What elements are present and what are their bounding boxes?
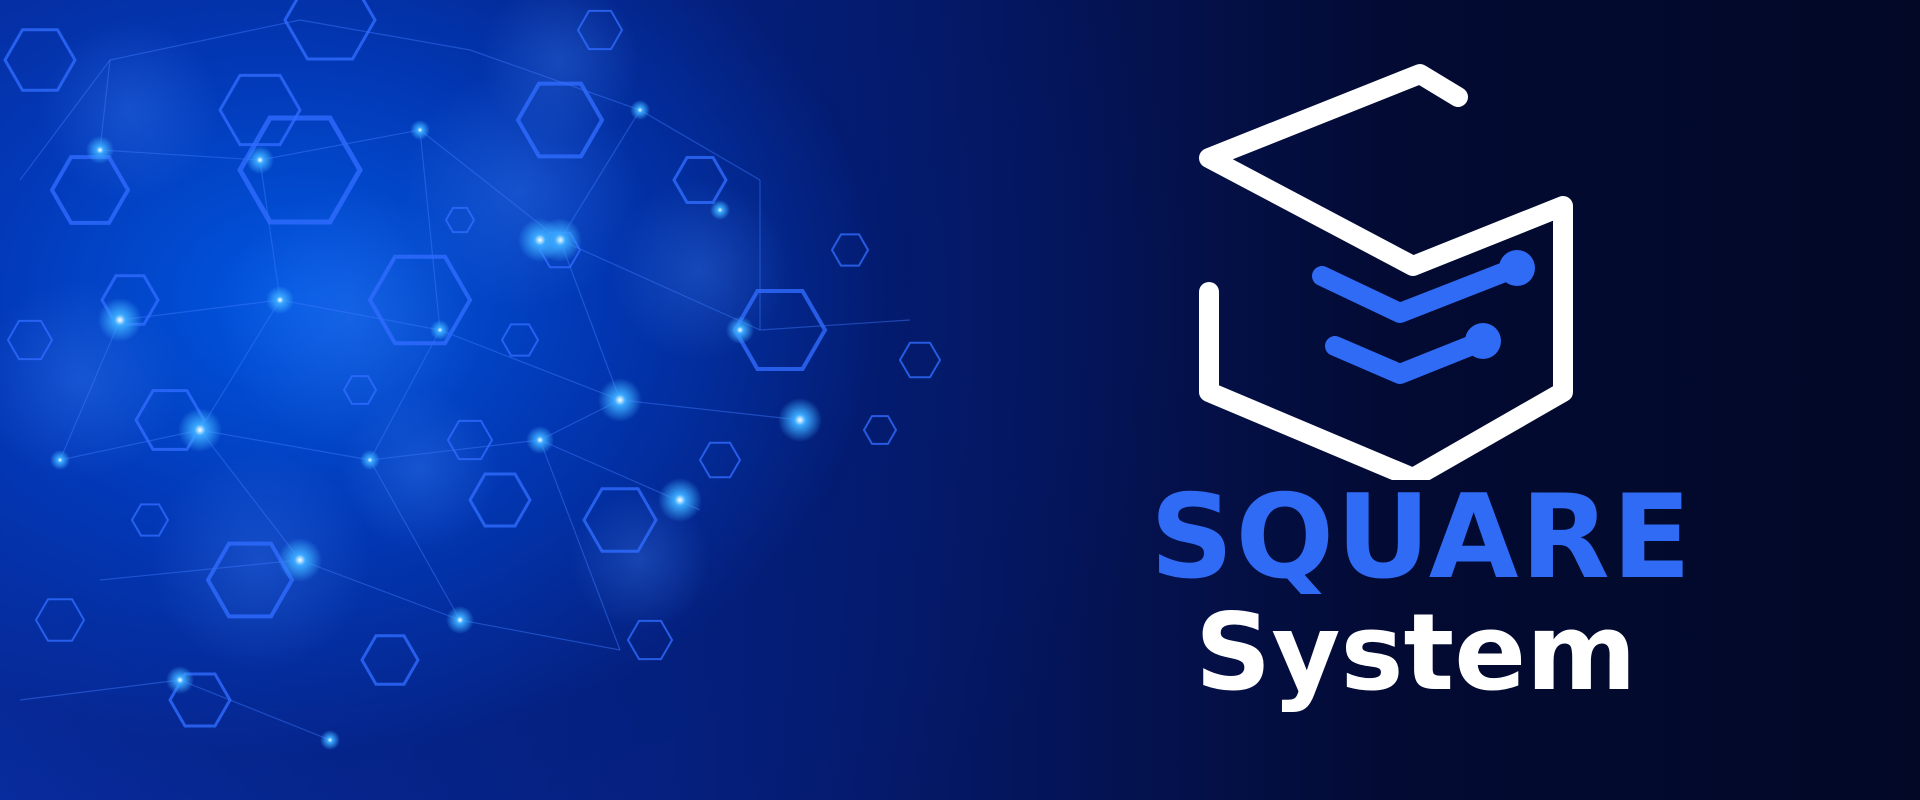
hexagon-network-background <box>0 0 942 750</box>
bokeh-circle <box>480 0 640 140</box>
network-hexagon <box>205 541 295 619</box>
network-hexagon <box>34 598 86 642</box>
network-node <box>658 478 702 522</box>
logo-upper-bar <box>1312 258 1525 323</box>
network-hexagon <box>444 206 476 234</box>
network-link <box>439 329 621 401</box>
network-node <box>50 450 70 470</box>
network-link <box>99 559 301 581</box>
brand-name-secondary: System <box>1195 591 1637 714</box>
network-hexagon <box>367 254 473 346</box>
network-hexagon <box>582 487 658 553</box>
network-node <box>526 426 554 454</box>
network-hexagon <box>3 28 77 92</box>
network-link <box>639 109 761 181</box>
logo-upper-dot <box>1499 250 1535 286</box>
network-hexagon <box>130 503 170 537</box>
network-link <box>299 559 461 621</box>
network-link <box>99 59 111 151</box>
network-node <box>430 320 450 340</box>
network-link <box>99 149 261 161</box>
network-link <box>559 239 761 331</box>
network-hexagon <box>100 274 160 326</box>
network-link <box>459 619 621 651</box>
brand-name-primary: SQUARE <box>1150 470 1694 605</box>
network-link <box>199 429 371 461</box>
network-link <box>199 299 281 431</box>
network-node <box>178 408 222 452</box>
network-hexagon <box>500 323 540 357</box>
network-node <box>266 286 294 314</box>
network-hexagon <box>830 233 870 267</box>
network-node <box>598 378 642 422</box>
stacked-box-logo-icon <box>1199 64 1573 480</box>
bokeh-circle <box>220 190 480 450</box>
network-hexagon <box>898 341 942 379</box>
network-node <box>278 538 322 582</box>
network-link <box>259 159 281 301</box>
network-hexagon <box>515 81 605 159</box>
network-link <box>619 399 801 421</box>
network-node <box>360 450 380 470</box>
network-node <box>518 218 562 262</box>
network-hexagon <box>6 319 54 361</box>
network-hexagon <box>698 441 742 479</box>
network-link <box>369 459 461 621</box>
network-link <box>539 439 621 651</box>
network-hexagon <box>342 375 378 405</box>
network-link <box>179 679 331 741</box>
network-node <box>778 398 822 442</box>
network-hexagon <box>468 472 532 528</box>
network-link <box>259 129 421 161</box>
bokeh-circle <box>610 180 790 360</box>
network-node <box>246 146 274 174</box>
network-hexagon <box>672 156 728 204</box>
network-node <box>630 100 650 120</box>
bokeh-circle <box>150 450 370 670</box>
logo-outer-frame <box>1199 64 1573 480</box>
network-node <box>166 666 194 694</box>
network-link <box>59 429 201 461</box>
network-link <box>419 129 441 331</box>
network-link <box>19 59 111 181</box>
network-node <box>98 298 142 342</box>
network-link <box>759 319 911 331</box>
network-node <box>320 730 340 750</box>
logo-lower-dot <box>1465 323 1501 359</box>
network-link <box>199 429 301 561</box>
network-node <box>710 200 730 220</box>
network-link <box>19 679 181 701</box>
network-link <box>299 19 471 51</box>
bokeh-circle <box>40 20 220 200</box>
network-hexagon <box>360 634 420 686</box>
network-node <box>446 606 474 634</box>
network-hexagon <box>168 672 232 728</box>
network-hexagon <box>237 115 363 225</box>
logo-lower-bar <box>1325 332 1490 384</box>
network-link <box>369 329 441 461</box>
bokeh-circle <box>570 490 710 630</box>
network-hexagon <box>576 9 624 51</box>
network-node <box>410 120 430 140</box>
network-link <box>59 319 121 461</box>
network-hexagon <box>283 0 377 61</box>
network-hexagon <box>626 619 674 661</box>
network-hexagon <box>134 389 206 451</box>
network-node <box>86 136 114 164</box>
network-link <box>109 19 301 61</box>
network-link <box>369 439 541 461</box>
network-link <box>559 109 641 241</box>
network-link <box>279 299 441 331</box>
network-node <box>726 316 754 344</box>
network-hexagon <box>862 415 898 445</box>
network-link <box>469 49 641 111</box>
network-hexagon <box>446 419 494 461</box>
network-hexagon <box>218 73 302 147</box>
